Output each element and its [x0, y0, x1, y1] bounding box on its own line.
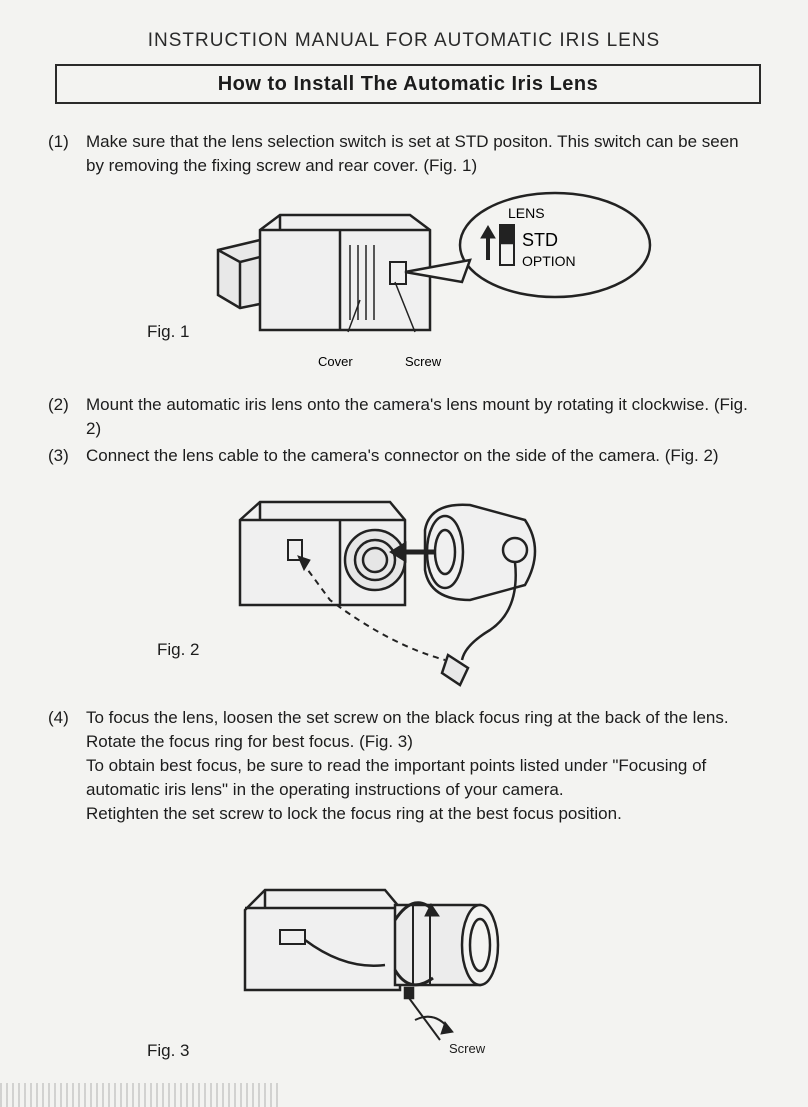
- step-1: (1) Make sure that the lens selection sw…: [48, 130, 760, 178]
- step-number: (1): [48, 132, 69, 151]
- fig1-label: Fig. 1: [147, 322, 190, 341]
- section-title: How to Install The Automatic Iris Lens: [217, 72, 599, 95]
- step-number: (4): [48, 708, 69, 727]
- fig2-label: Fig. 2: [157, 640, 200, 659]
- section-title-box: How to Install The Automatic Iris Lens: [55, 64, 761, 104]
- step-number: (3): [48, 446, 69, 465]
- scan-edge-artifact: [0, 1083, 280, 1107]
- step-4: (4) To focus the lens, loosen the set sc…: [48, 706, 760, 826]
- step-text: Retighten the set screw to lock the focu…: [86, 804, 622, 823]
- fig1-lens-label: LENS: [508, 205, 545, 221]
- step-text: Mount the automatic iris lens onto the c…: [86, 395, 748, 438]
- fig1-cover-label: Cover: [318, 354, 353, 369]
- step-text: To obtain best focus, be sure to read th…: [86, 756, 707, 799]
- fig1-screw-label: Screw: [405, 354, 442, 369]
- fig1-camera-illustration: LENS STD OPTION Cover Screw: [216, 191, 652, 369]
- fig3-screw-label: Screw: [449, 1041, 486, 1056]
- step-text: Make sure that the lens selection switch…: [86, 132, 739, 175]
- manual-header: INSTRUCTION MANUAL FOR AUTOMATIC IRIS LE…: [147, 30, 661, 51]
- fig1-std-label: STD: [522, 230, 558, 250]
- step-text: To focus the lens, loosen the set screw …: [86, 708, 729, 751]
- fig2-camera-lens-illustration: [238, 500, 537, 687]
- fig3-label: Fig. 3: [147, 1041, 190, 1060]
- step-text: Connect the lens cable to the camera's c…: [86, 446, 719, 465]
- fig3-focus-ring-illustration: [243, 888, 500, 1041]
- step-2: (2) Mount the automatic iris lens onto t…: [48, 393, 760, 441]
- step-3: (3) Connect the lens cable to the camera…: [48, 444, 760, 468]
- step-number: (2): [48, 395, 69, 414]
- fig1-option-label: OPTION: [522, 253, 576, 269]
